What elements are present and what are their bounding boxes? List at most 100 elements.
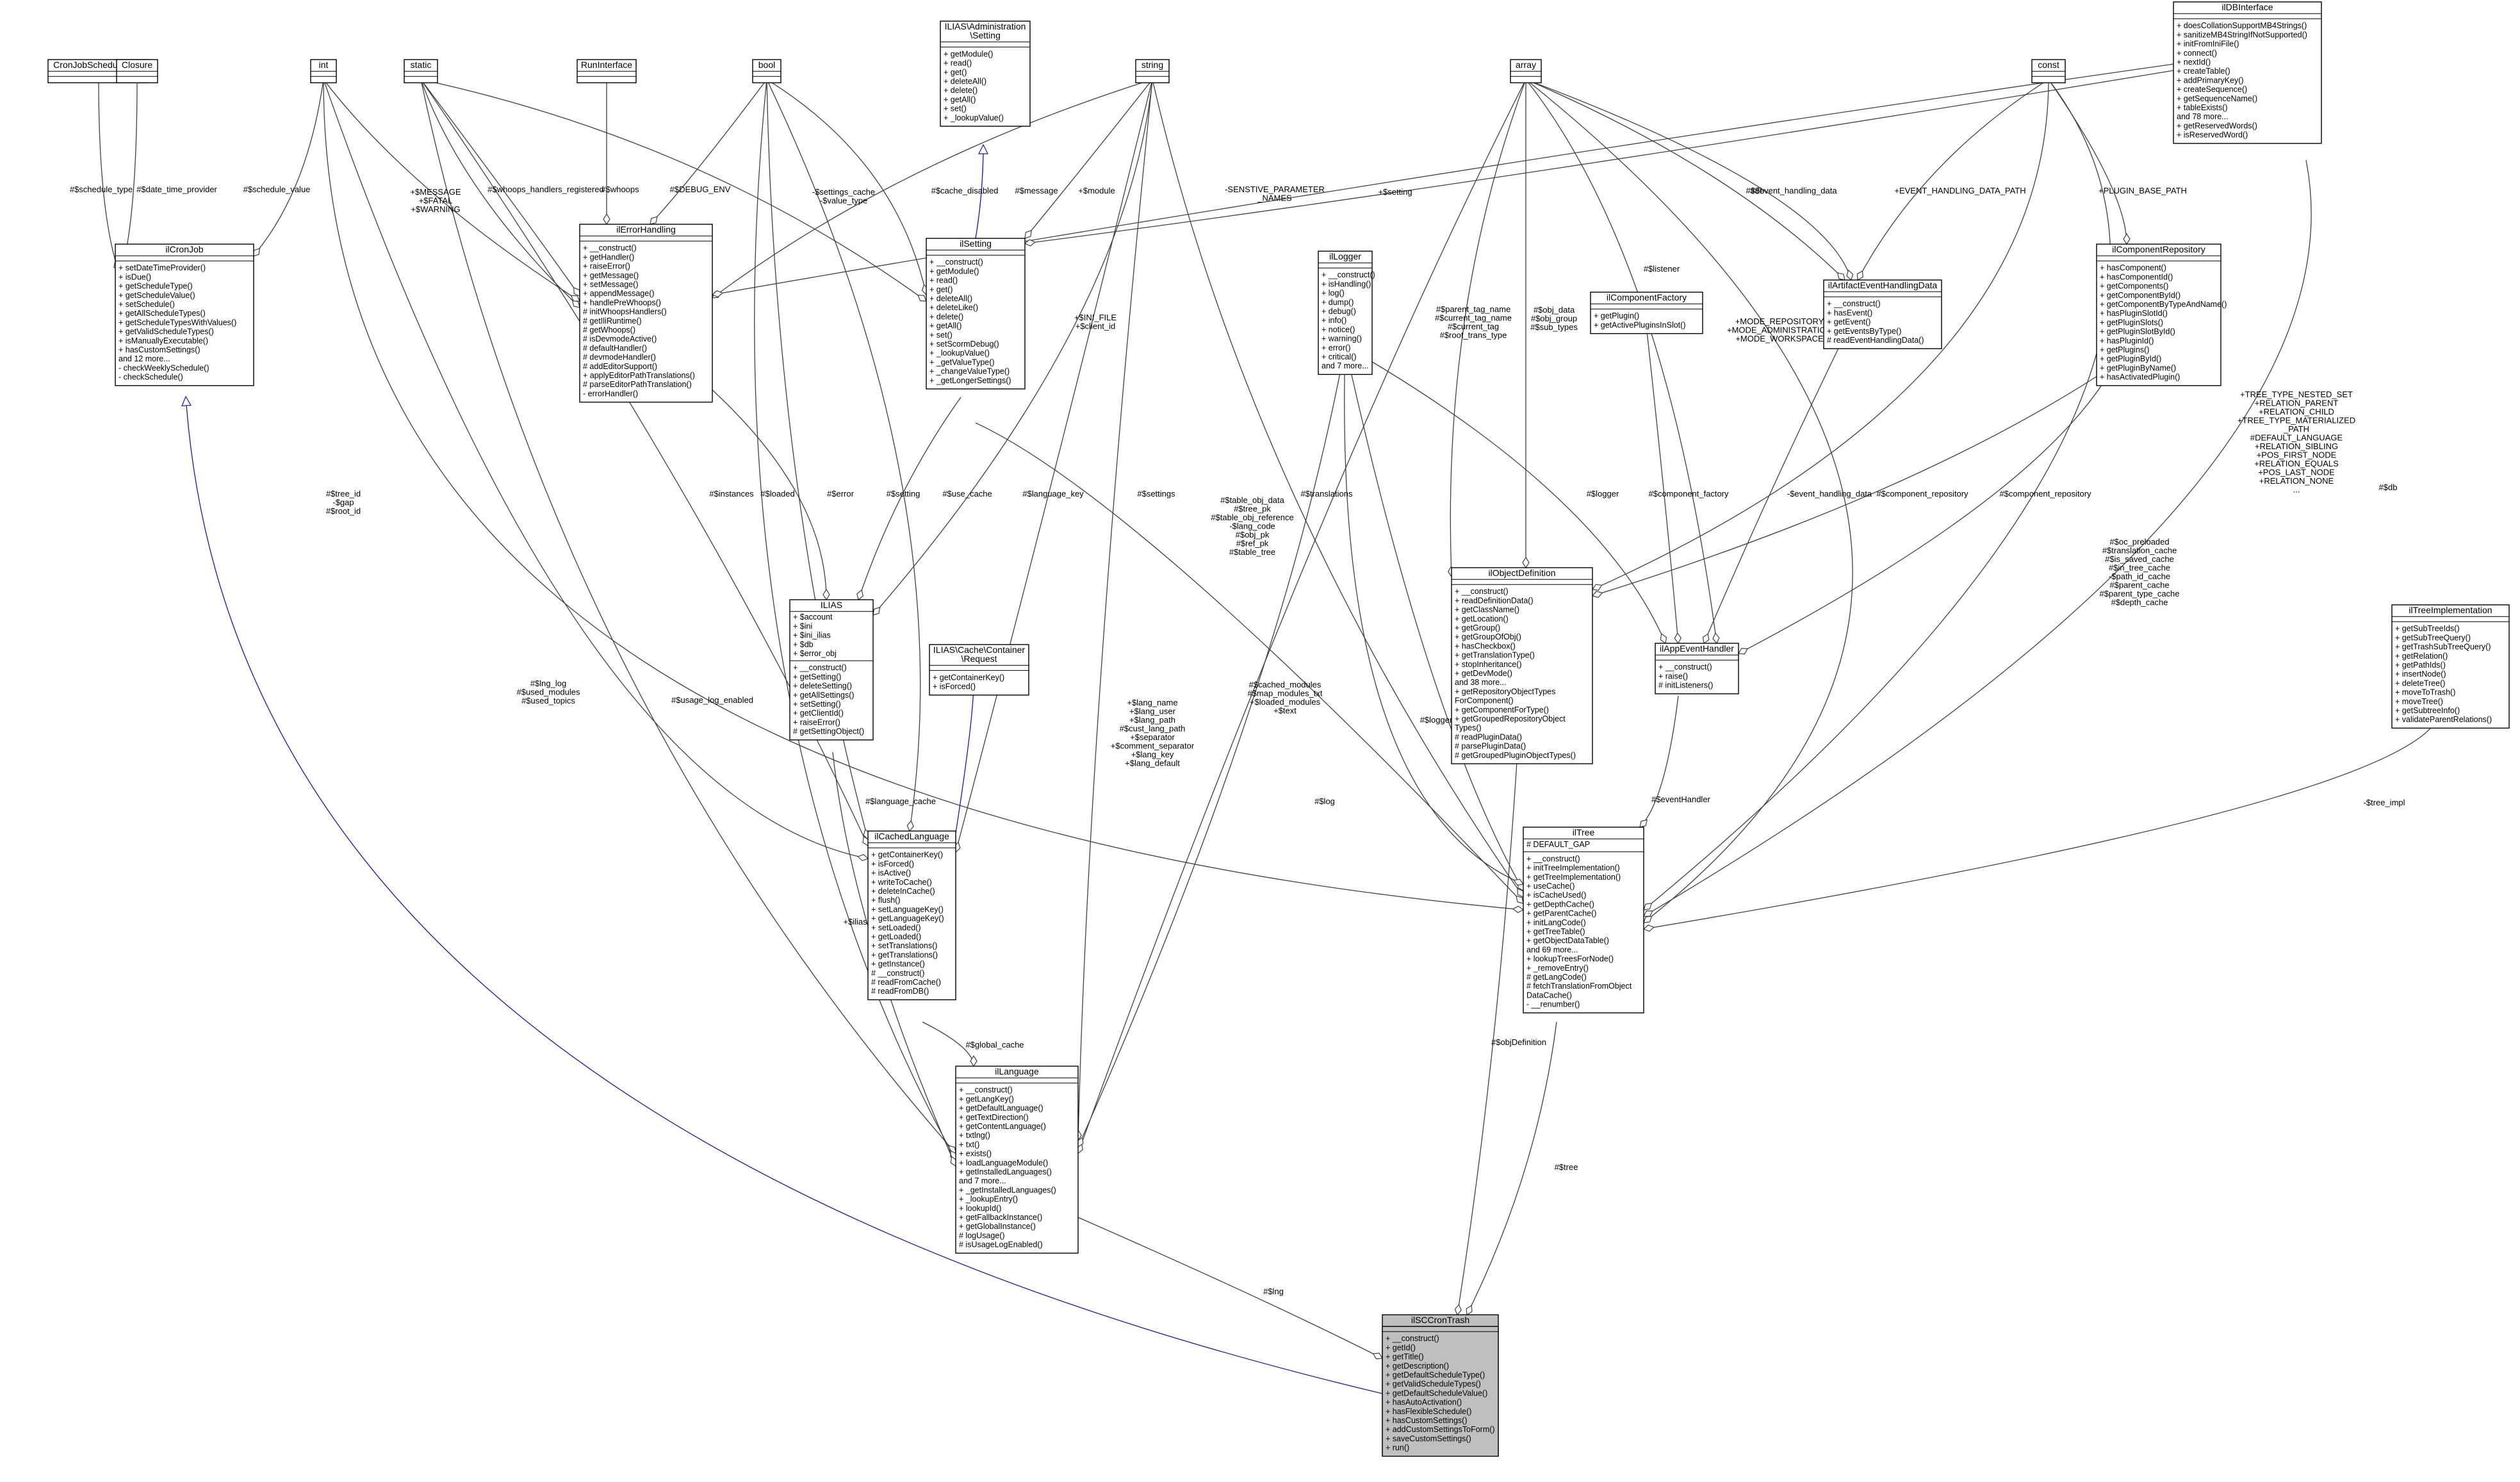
class-method: - errorHandler() — [583, 389, 638, 398]
class-attribute: + $ini_ilias — [793, 631, 831, 640]
edge-label-line: -$value_type — [820, 196, 867, 206]
edge-label-line: #$global_cache — [965, 1040, 1024, 1050]
class-method: + getPlugins() — [2100, 345, 2149, 354]
edge-label-line: #$message — [1015, 186, 1058, 195]
class-method: + isForced() — [871, 859, 914, 868]
class-method: + getLangKey() — [959, 1094, 1014, 1103]
class-method: + getDefaultScheduleValue() — [1386, 1388, 1487, 1397]
class-illogger[interactable]: ilLogger+ __construct()+ isHandling()+ l… — [1318, 251, 1375, 375]
class-runinterface[interactable]: RunInterface — [577, 59, 637, 83]
edge-label-setting: #$setting — [887, 489, 920, 498]
class-method: + getComponentByTypeAndName() — [2100, 300, 2227, 309]
edge-label-line: #$cust_lang_path — [1120, 724, 1186, 734]
class-title: ilAppEventHandler — [1660, 643, 1734, 654]
class-method: + getTitle() — [1386, 1353, 1424, 1362]
association-edge — [98, 79, 119, 271]
class-method: + getObjectDataTable() — [1526, 936, 1609, 945]
edge-label-mode-repository: +MODE_REPOSITORY+MODE_ADMINISTRATION+MOD… — [1727, 317, 1832, 343]
association-edge — [1077, 1217, 1382, 1358]
class-method: + read() — [929, 276, 958, 285]
class-method: # getSettingObject() — [793, 727, 864, 736]
class-method: + exists() — [959, 1149, 992, 1158]
class-ilcachedlanguage[interactable]: ilCachedLanguage+ getContainerKey()+ isF… — [867, 830, 956, 1001]
edge-label-line: +RELATION_SIBLING — [2255, 441, 2338, 451]
class-method: + info() — [1321, 316, 1346, 325]
edge-label-tree: #$tree — [1555, 1162, 1578, 1172]
class-title: RunInterface — [581, 60, 632, 70]
class-ilcronjob[interactable]: ilCronJob+ setDateTimeProvider()+ isDue(… — [115, 243, 254, 386]
class-illanguage[interactable]: ilLanguage+ __construct()+ getLangKey()+… — [955, 1066, 1079, 1254]
class-method: + hasPluginSlotId() — [2100, 309, 2168, 318]
class-ilappeventhandler[interactable]: ilAppEventHandler+ __construct()+ raise(… — [1655, 643, 1739, 695]
class-title: ILIAS\Cache\Container — [933, 645, 1026, 655]
class-array[interactable]: array — [1510, 59, 1542, 83]
class-iltreeimplementation[interactable]: ilTreeImplementation+ getSubTreeIds()+ g… — [2391, 604, 2510, 729]
class-method: + debug() — [1321, 307, 1356, 316]
edge-label-translations: #$translations — [1301, 489, 1353, 498]
edge-label-line: _PATH — [2283, 424, 2309, 434]
class-method: + _getInstalledLanguages() — [959, 1185, 1056, 1194]
edge-label-line: #$cache_disabled — [931, 186, 999, 195]
edge-label-line: +$module — [1078, 186, 1115, 195]
class-title: array — [1516, 60, 1536, 70]
class-closure[interactable]: Closure — [116, 59, 158, 83]
edge-label-line: #$oc_preloaded — [2109, 537, 2169, 547]
class-ilcomponentfactory[interactable]: ilComponentFactory+ getPlugin()+ getActi… — [1590, 292, 1703, 334]
class-title: static — [411, 60, 432, 70]
class-method: and 7 more... — [1321, 361, 1369, 370]
class-box — [2096, 243, 2221, 386]
edge-label-line: +$lang_user — [1129, 707, 1176, 716]
edge-label-settings-cache: -$settings_cache-$value_type — [812, 187, 875, 206]
edge-label-line: #$depth_cache — [2111, 598, 2168, 607]
class-ilobjectdefinition[interactable]: ilObjectDefinition+ __construct()+ readD… — [1451, 567, 1593, 764]
association-edge — [1344, 345, 1523, 884]
class-method: # getIliRuntime() — [583, 317, 642, 325]
association-edge — [1646, 325, 1678, 643]
edge-label-line: -SENSTIVE_PARAMETER — [1225, 185, 1325, 194]
class-const[interactable]: const — [2031, 59, 2066, 83]
edge-label-line: +$comment_separator — [1111, 741, 1195, 751]
class-method: + notice() — [1321, 325, 1355, 334]
class-title: ilTreeImplementation — [2409, 605, 2492, 615]
class-ilcomponentrepository[interactable]: ilComponentRepository+ hasComponent()+ h… — [2096, 243, 2227, 386]
class-ildbinterface[interactable]: ilDBInterface+ doesCollationSupportMB4St… — [2173, 1, 2322, 144]
class-ilsccrontrash[interactable]: ilSCCronTrash+ __construct()+ getId()+ g… — [1382, 1314, 1499, 1457]
class-method: + raise() — [1658, 671, 1688, 680]
class-title: ilObjectDefinition — [1488, 568, 1555, 578]
class-ilerrorhandling[interactable]: ilErrorHandling+ __construct()+ getHandl… — [579, 224, 713, 403]
association-edge — [1345, 345, 1665, 643]
class-bool[interactable]: bool — [752, 59, 781, 83]
class-cacherequest[interactable]: ILIAS\Cache\Container\Request+ getContai… — [929, 644, 1029, 696]
class-iltree[interactable]: ilTree# DEFAULT_GAP+ __construct()+ init… — [1523, 827, 1644, 1014]
edge-label-line: #$table_tree — [1229, 547, 1275, 557]
class-attribute: + $error_obj — [793, 649, 837, 658]
class-static[interactable]: static — [404, 59, 438, 83]
class-ilias[interactable]: ILIAS+ $account+ $ini+ $ini_ilias+ $db+ … — [789, 599, 874, 741]
class-method: + getComponents() — [2100, 282, 2168, 291]
class-method: + getPluginSlots() — [2100, 318, 2163, 327]
class-method: + isHandling() — [1321, 279, 1371, 288]
association-edge — [1025, 70, 2174, 243]
class-method: + getParentCache() — [1526, 909, 1596, 918]
edge-label-line: +$lang_name — [1127, 698, 1177, 707]
class-method: - checkSchedule() — [119, 373, 183, 382]
class-int[interactable]: int — [310, 59, 337, 83]
class-method: + getGroupedRepositoryObject — [1455, 714, 1566, 723]
class-string[interactable]: string — [1135, 59, 1170, 83]
class-ilartifacteventhandlingdata[interactable]: ilArtifactEventHandlingData+ __construct… — [1823, 279, 1942, 349]
edge-label-line: #$root_trans_type — [1440, 331, 1507, 340]
edge-label-event-handling-path: +EVENT_HANDLING_DATA_PATH — [1894, 186, 2025, 195]
edge-label-line: #$listener — [1644, 264, 1680, 274]
class-method: + getGroupOfObj() — [1455, 632, 1521, 641]
association-edge — [1858, 79, 2049, 280]
edge-label-tree-logger: #$logger — [1420, 715, 1453, 725]
class-method: + getSequenceName() — [2177, 94, 2257, 103]
class-ilsetting[interactable]: ilSetting+ __construct()+ getModule()+ r… — [926, 238, 1026, 390]
edge-label-logger: #$logger — [1587, 489, 1619, 498]
class-adminsetting[interactable]: ILIAS\Administration\Setting+ getModule(… — [940, 21, 1031, 127]
class-method: + hasFlexibleSchedule() — [1386, 1407, 1471, 1416]
edge-label-log: #$log — [1314, 796, 1335, 806]
class-method: + tableExists() — [2177, 103, 2228, 112]
class-attribute: + $account — [793, 613, 833, 622]
edge-label-line: #$ref_pk — [1236, 539, 1269, 548]
